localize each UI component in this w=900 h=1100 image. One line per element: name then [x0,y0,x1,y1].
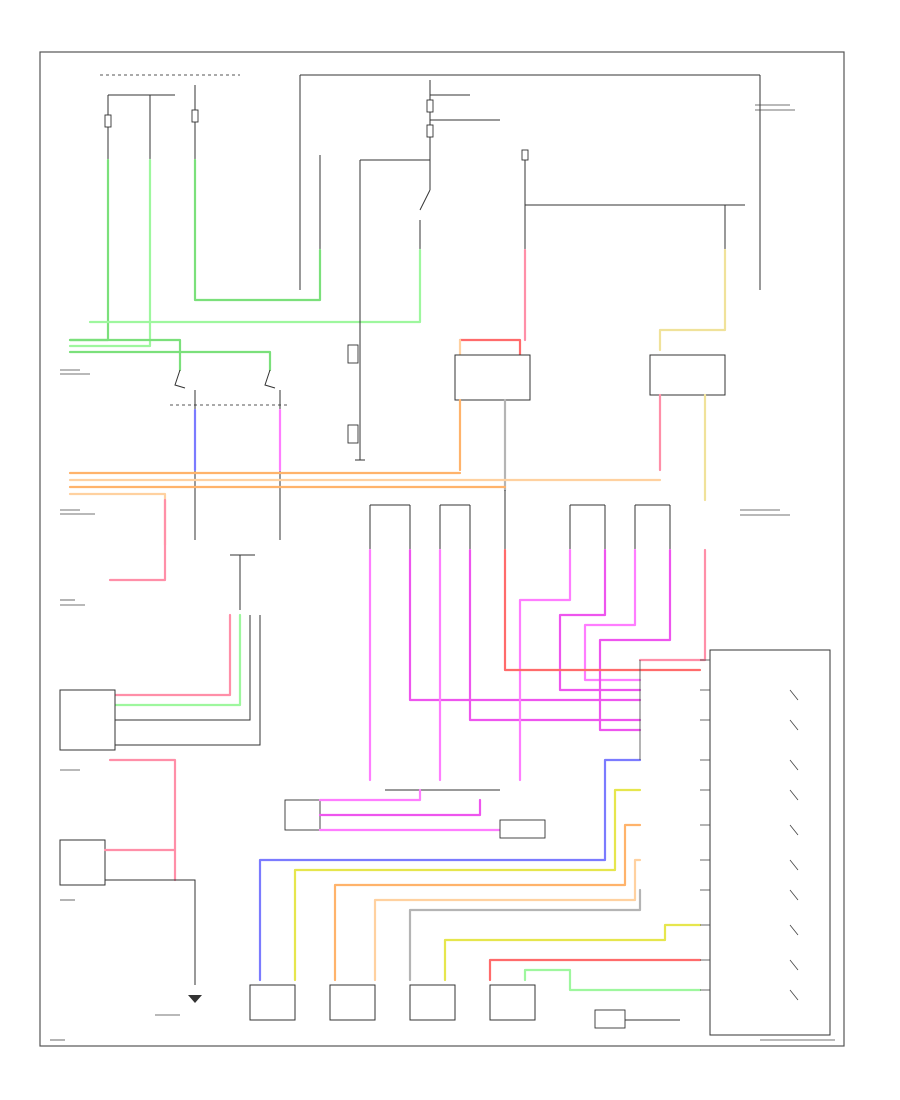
seat-cushion-heater [59,689,116,751]
lumbar-switch [284,799,321,831]
fuse-3 [426,99,434,113]
power-seat-switch-module [639,649,831,1036]
seat-slide-motor [489,984,536,1021]
seat-heater-switches [170,369,290,540]
label-stubs [50,104,835,1041]
fuse-2 [191,109,199,123]
left-module-area [59,554,261,1003]
left-heater-relay [454,354,531,401]
right-heater-relay [649,354,726,396]
center-switch-column [347,250,365,461]
seat-front-height-motor [409,984,456,1021]
seat-rear-height-motor [329,984,376,1021]
diagram-frame [39,51,845,1047]
seat-position-sensor [594,1009,626,1029]
memory-switch [499,819,546,839]
fuse-4 [426,124,434,138]
power-seat-switch [709,649,831,1036]
green-wires [68,158,422,372]
violet-wires [368,548,707,782]
seat-back-heater [59,839,106,886]
relay-lower [347,424,359,444]
lower-center-connector [284,788,546,839]
orange-bus [68,471,662,582]
fuse-1 [104,114,112,128]
relay-upper [347,344,359,364]
top-power-section [100,74,761,290]
seat-recline-motor [249,984,296,1021]
heater-relay-boxes [454,248,727,502]
fuse-5 [521,149,529,161]
middle-fuse-column [369,490,671,550]
motor-wires [249,758,702,1029]
